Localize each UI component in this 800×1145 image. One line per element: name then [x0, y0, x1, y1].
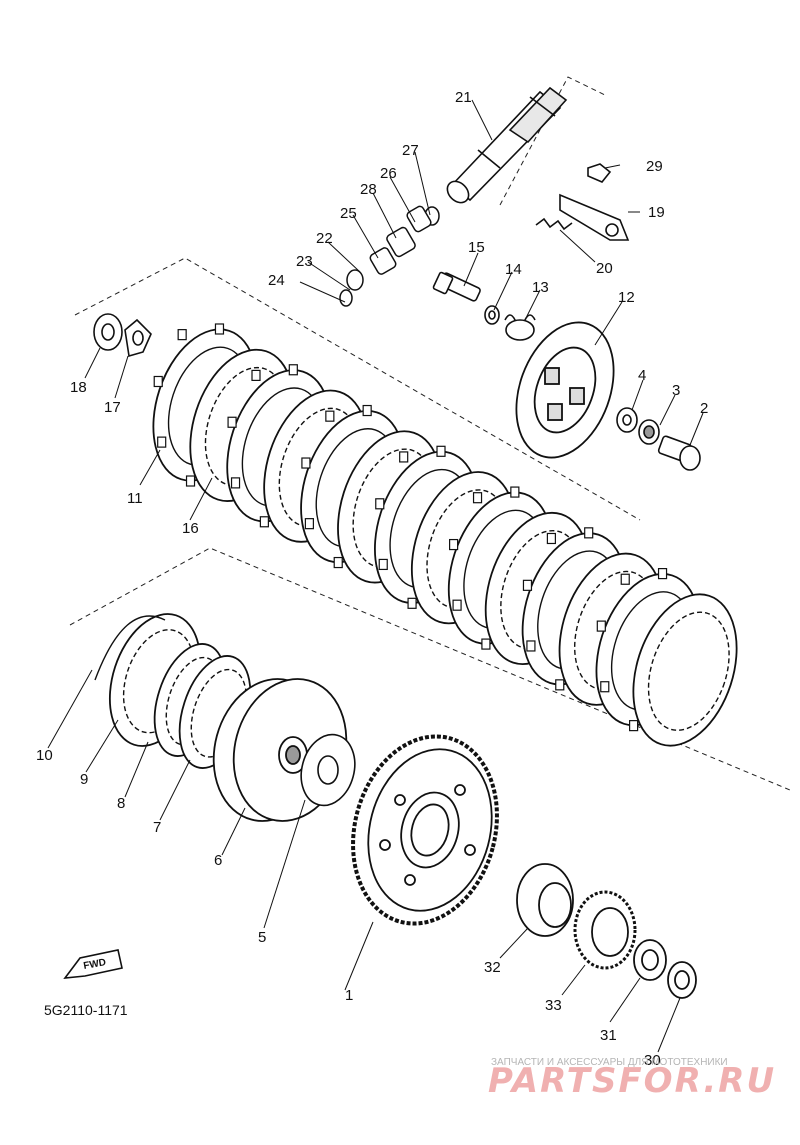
- leader-lines: [47, 99, 704, 1053]
- callout-31: 31: [600, 1027, 617, 1044]
- callout-7: 7: [153, 819, 161, 836]
- clutch-plate-stack: [94, 323, 738, 769]
- callout-32: 32: [484, 959, 501, 976]
- callout-5: 5: [258, 929, 266, 946]
- callout-10: 10: [36, 747, 53, 764]
- callout-14: 14: [505, 261, 522, 278]
- callout-18: 18: [70, 379, 87, 396]
- callout-11: 11: [127, 490, 143, 507]
- callout-21: 21: [455, 89, 472, 106]
- callout-27: 27: [402, 142, 419, 159]
- callout-29: 29: [646, 158, 663, 175]
- callout-16: 16: [182, 520, 199, 537]
- callout-2: 2: [700, 400, 708, 417]
- callout-24: 24: [268, 272, 285, 289]
- catalog-code: 5G2110-1171: [44, 1002, 128, 1018]
- wire-circlip: [94, 615, 166, 681]
- callout-23: 23: [296, 253, 313, 270]
- callout-8: 8: [117, 795, 125, 812]
- callout-19: 19: [648, 204, 665, 221]
- watermark-tagline: ЗАПЧАСТИ И АКСЕССУАРЫ ДЛЯ МОТОТЕХНИКИ: [491, 1057, 728, 1068]
- pressure-bolts-springs: [432, 271, 536, 341]
- callout-9: 9: [80, 771, 88, 788]
- callout-20: 20: [596, 260, 613, 277]
- primary-driven-gear: [351, 734, 499, 926]
- forward-direction-icon: FWD: [63, 949, 123, 979]
- release-small-parts: [339, 205, 440, 307]
- push-lever-assembly: [535, 163, 630, 241]
- bearing-set: [516, 863, 697, 999]
- callout-25: 25: [340, 205, 357, 222]
- callout-22: 22: [316, 230, 333, 247]
- callout-33: 33: [545, 997, 562, 1014]
- clutch-plate: [632, 593, 738, 747]
- nut-and-lock-washer: [93, 313, 152, 358]
- callout-1: 1: [345, 987, 353, 1004]
- callout-6: 6: [214, 852, 222, 869]
- watermark: ЗАПЧАСТИ И АКСЕССУАРЫ ДЛЯ МОТОТЕХНИКИ PA…: [488, 1057, 776, 1101]
- callout-15: 15: [468, 239, 485, 256]
- group-outlines: [69, 76, 791, 791]
- callout-30: 30: [644, 1052, 661, 1069]
- callout-17: 17: [104, 399, 121, 416]
- thrust-washer: [300, 733, 356, 807]
- pressure-plate-hardware: [616, 407, 701, 471]
- callout-3: 3: [672, 382, 680, 399]
- callout-4: 4: [638, 367, 646, 384]
- callout-12: 12: [618, 289, 635, 306]
- callout-13: 13: [532, 279, 549, 296]
- push-lever-shaft: [446, 86, 568, 204]
- watermark-logo: PARTSFOR.RU: [488, 1061, 776, 1101]
- callout-26: 26: [380, 165, 397, 182]
- callout-28: 28: [360, 181, 377, 198]
- pressure-plate: [515, 321, 615, 459]
- svg-text:FWD: FWD: [83, 957, 107, 972]
- callout-labels: 1234567891011121314151617181920212223242…: [36, 89, 708, 1069]
